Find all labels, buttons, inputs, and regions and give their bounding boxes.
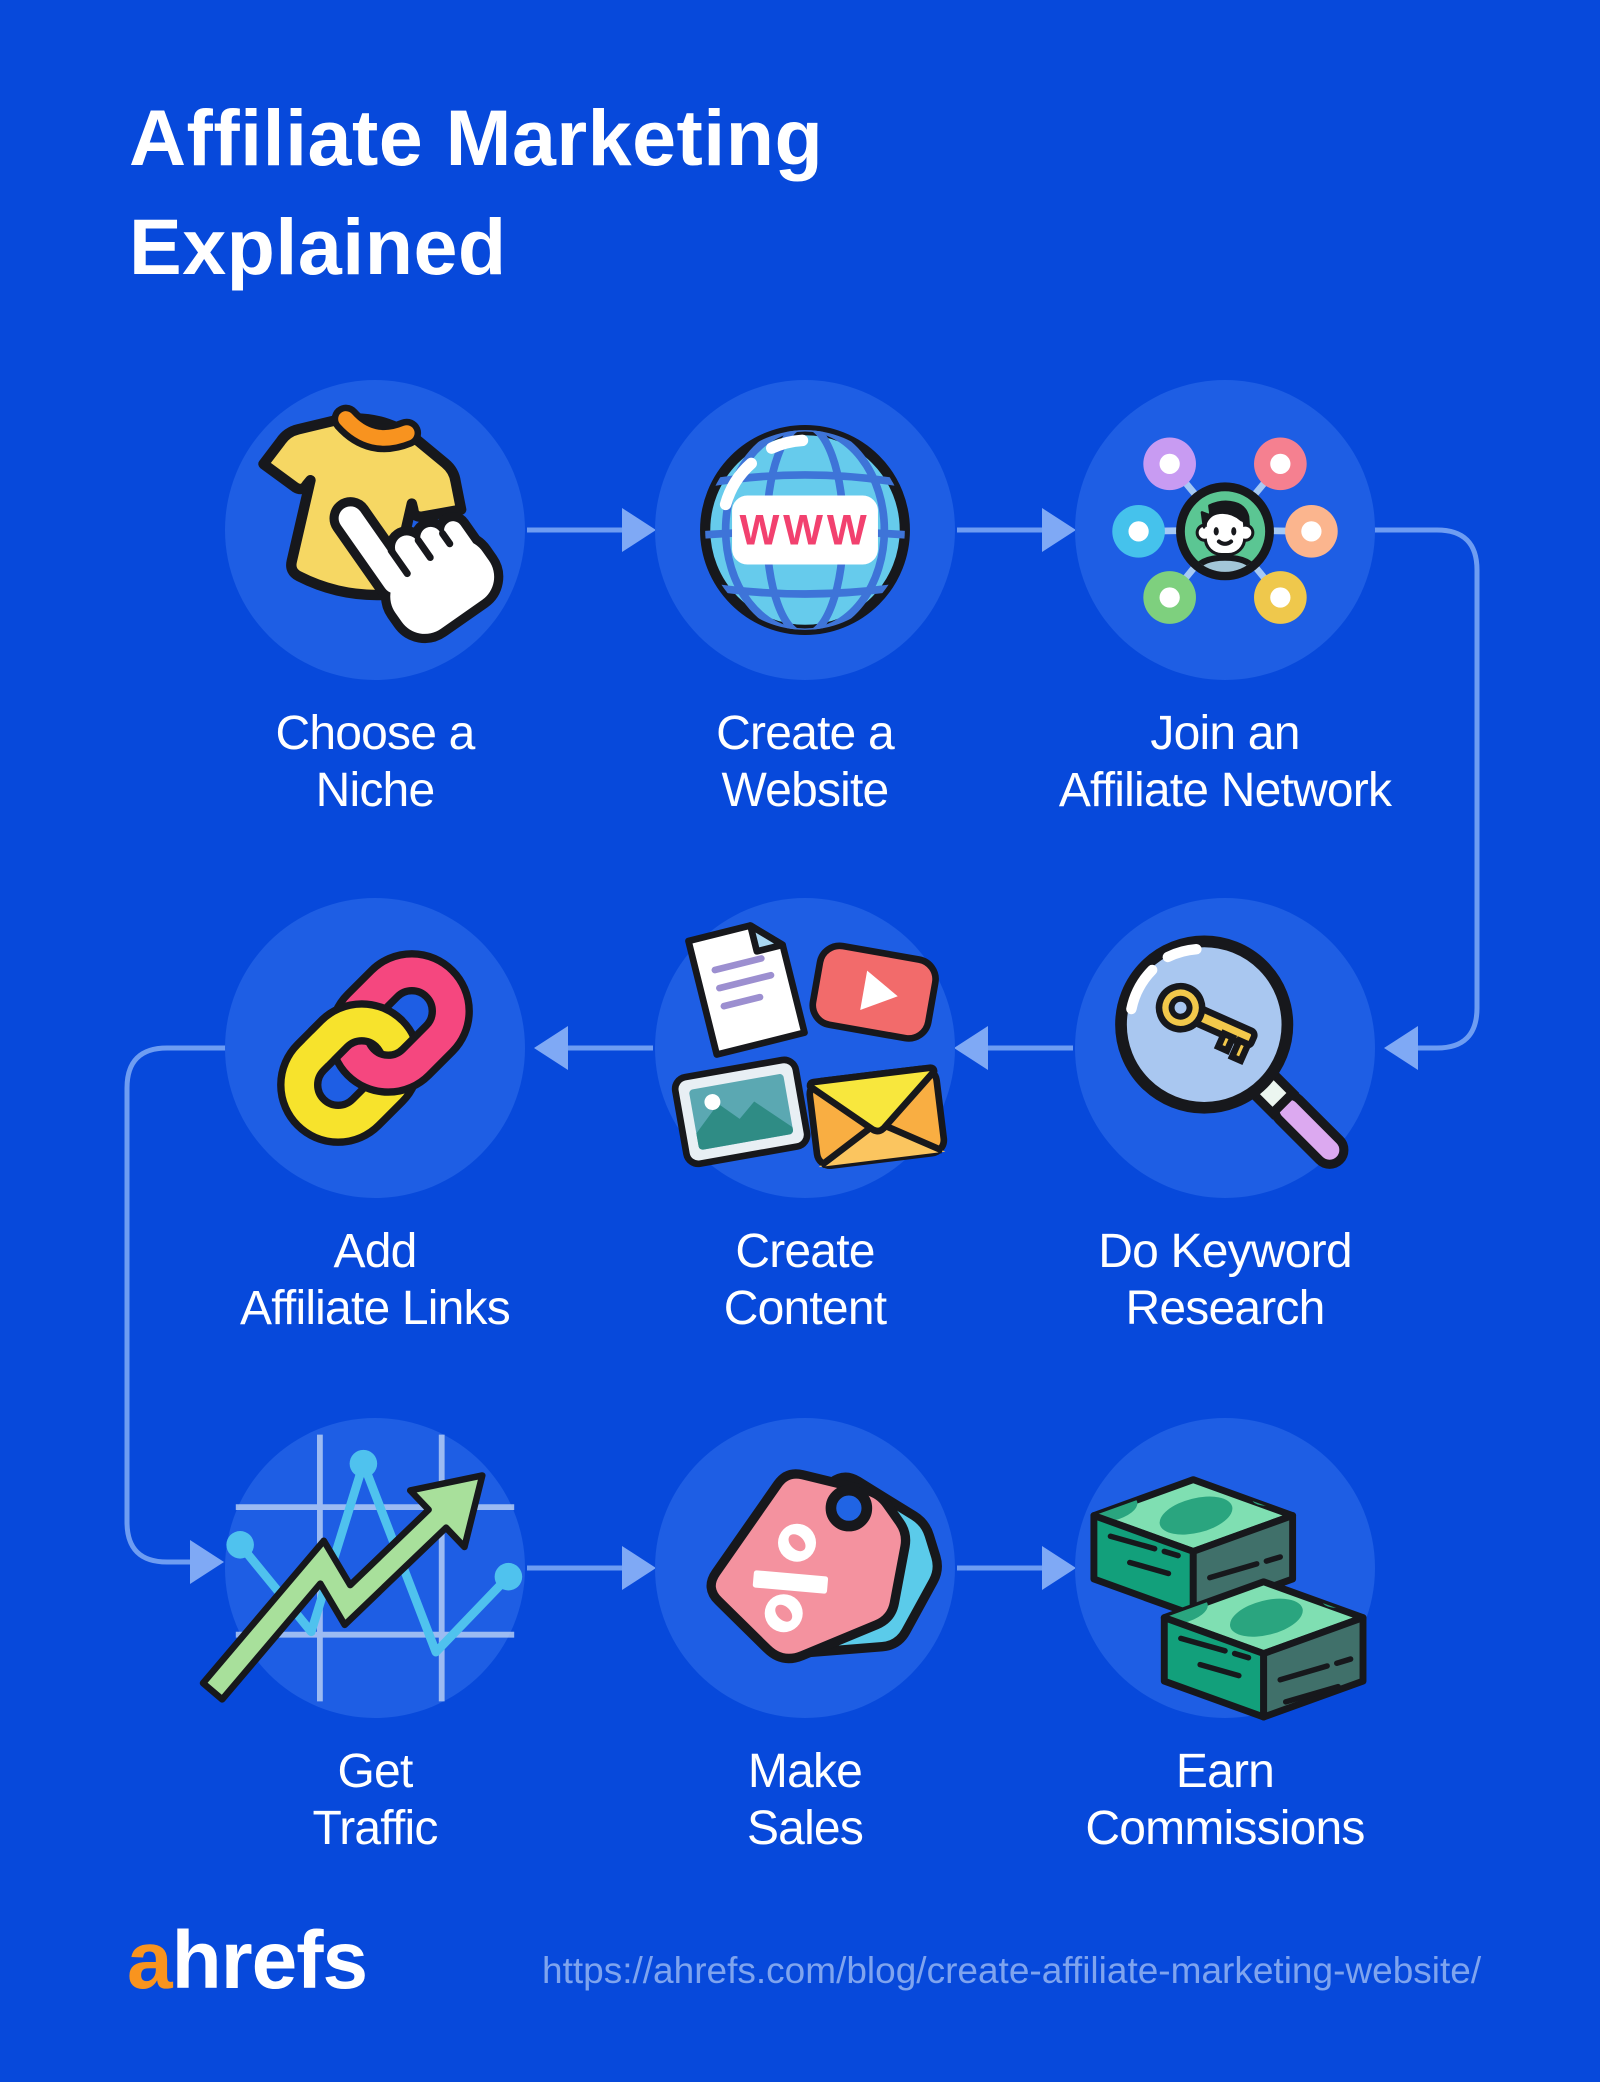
money-stack: [1160, 1578, 1367, 1721]
step-label-make-sales: Make Sales: [746, 1745, 864, 1855]
arrow-step6-step7: [124, 1045, 227, 1584]
magnifier-key-icon: [1115, 935, 1349, 1169]
step-label-earn-commissions: Earn Commissions: [1085, 1745, 1365, 1855]
money-stacks-icon: [1090, 1476, 1367, 1721]
arrow-step4-step5: [954, 1026, 1073, 1070]
arrow-step2-step3: [957, 508, 1076, 552]
step-label-choose-niche: Choose a Niche: [275, 707, 475, 817]
step-label-create-content: Create Content: [723, 1225, 887, 1335]
arrow-step7-step8: [527, 1546, 656, 1590]
key-shape: [1155, 982, 1258, 1066]
hand-cursor: [329, 497, 504, 644]
step-label-create-website: Create a Website: [716, 707, 895, 817]
video-shape: [809, 942, 939, 1042]
page-title: Affiliate Marketing Explained: [129, 93, 824, 291]
step-label-keyword-research: Do Keyword Research: [1098, 1225, 1352, 1335]
envelope-shape: [806, 1064, 948, 1169]
www-label: WWW: [739, 507, 870, 554]
ahrefs-logo-a: a: [127, 1915, 173, 2006]
chain-link-pink: [327, 950, 473, 1096]
tshirt-cursor-icon: [258, 404, 504, 644]
globe-www-icon: WWW: [700, 425, 910, 635]
arrow-step1-step2: [527, 508, 656, 552]
growth-chart-icon: [199, 1434, 523, 1703]
arrow-step3-step4: [1373, 527, 1480, 1070]
footer-url: https://ahrefs.com/blog/create-affiliate…: [542, 1950, 1482, 1991]
arrow-step8-step9: [957, 1546, 1076, 1590]
price-tags-icon: [706, 1469, 942, 1664]
person-network-icon: [1112, 437, 1338, 624]
growth-arrow: [199, 1472, 486, 1703]
arrow-step5-step6: [534, 1026, 653, 1070]
step-label-add-links: Add Affiliate Links: [240, 1225, 511, 1335]
content-media-icon: [671, 922, 948, 1169]
photo-shape: [671, 1056, 811, 1168]
step-label-get-traffic: Get Traffic: [312, 1745, 438, 1855]
ahrefs-logo: ahrefs: [127, 1914, 369, 2008]
chain-links-icon: [277, 950, 473, 1146]
percent-symbol: [752, 1523, 829, 1633]
step-label-join-network: Join an Affiliate Network: [1058, 707, 1392, 817]
www-box: [732, 495, 878, 565]
ahrefs-logo-rest: hrefs: [171, 1915, 369, 2006]
document-shape: [685, 922, 808, 1058]
